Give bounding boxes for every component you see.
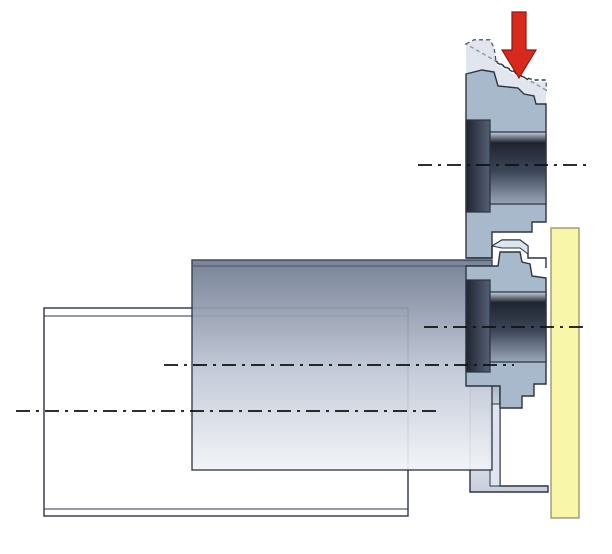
jaw-bore-side (465, 119, 491, 213)
jaw-hook-face (490, 239, 529, 255)
lower-jaw (465, 251, 547, 409)
face-plate (550, 227, 580, 519)
upper-jaw (464, 39, 547, 268)
down-arrow-icon (500, 11, 538, 80)
jaw-bore (489, 131, 547, 205)
centerlines (16, 164, 590, 412)
lower-jaw-bore-side (465, 279, 491, 373)
